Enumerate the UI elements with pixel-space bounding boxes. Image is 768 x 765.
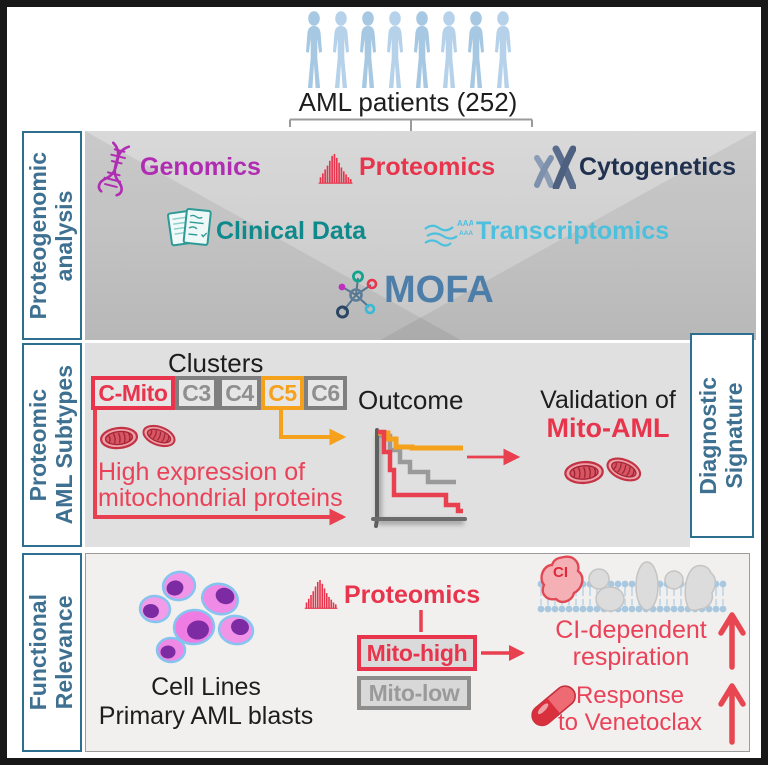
venetoclax-line1: Response [575, 682, 685, 709]
cluster-box-c6: C6 [304, 376, 347, 410]
sidebar-line2: Signature [721, 382, 747, 489]
clinical-data-label: Clinical Data [216, 217, 367, 245]
patient-silhouettes-icon [306, 11, 511, 88]
primary-blasts-line: Primary AML blasts [98, 702, 314, 730]
sidebar-proteogenomic-analysis: Proteogenomic analysis [22, 131, 82, 340]
sidebar-proteomic-aml-subtypes: Proteomic AML Subtypes [22, 343, 82, 547]
membrane-protein-blobs [588, 561, 716, 612]
complex-one-blob [540, 555, 584, 604]
cells-label: Cell Lines Primary AML blasts [86, 673, 326, 731]
sidebar-line2: analysis [51, 190, 77, 281]
complex-one-label: CI [553, 564, 568, 581]
validation-line1: Validation of [540, 386, 676, 414]
venetoclax-pill-icon [531, 685, 576, 727]
high-expression-line2: mitochondrial proteins [98, 484, 343, 512]
validation-label: Validation of Mito-AML [528, 387, 688, 443]
sidebar-functional-label: Functional Relevance [25, 594, 78, 711]
chromosomes-icon [534, 145, 576, 189]
high-expression-line1: High expression of [98, 458, 306, 486]
increase-arrow-venetoclax [718, 683, 746, 745]
outcome-label: Outcome [358, 385, 464, 415]
patients-bracket [289, 118, 533, 134]
sidebar-functional-relevance: Functional Relevance [22, 553, 82, 752]
sidebar-proteogenomic-label: Proteogenomic analysis [25, 151, 78, 320]
sidebar-line1: Diagnostic [695, 376, 722, 495]
c5-connector-arrow [279, 410, 347, 446]
dna-helix-icon [97, 141, 131, 197]
cluster-box-c5: C5 [261, 376, 304, 410]
sidebar-subtypes-label: Proteomic AML Subtypes [25, 365, 78, 525]
cell-lines-line: Cell Lines [151, 673, 261, 701]
diagnostic-signature-label: Diagnostic Signature [695, 376, 748, 495]
c-mito-connector-arrow [93, 410, 347, 526]
sidebar-line1: Proteogenomic [25, 151, 52, 320]
mito-low-box: Mito-low [357, 676, 471, 710]
subtype-connectors [93, 410, 521, 526]
survival-curves-plot [371, 428, 467, 528]
increase-arrow-respiration [718, 612, 746, 670]
ci-respiration-label: CI-dependent respiration [541, 617, 721, 671]
venetoclax-response-label: Response to Venetoclax [544, 682, 716, 736]
panel-subtypes: Clusters C-Mito C3 C4 C5 C6 High express… [85, 343, 690, 547]
mito-high-box: Mito-high [357, 635, 477, 671]
clinical-documents-icon [167, 207, 212, 247]
transcriptomics-label: Transcriptomics [476, 217, 670, 245]
proteomics-spectrum-icon [318, 153, 354, 184]
aml-cells-icon [138, 570, 255, 664]
functional-connectors [419, 610, 526, 662]
mito-aml-label: Mito-AML [546, 413, 670, 443]
patients-count-label: AML patients (252) [298, 87, 518, 117]
respiration-line2: respiration [572, 643, 690, 671]
proteomics-label: Proteomics [359, 153, 496, 181]
respiration-line1: CI-dependent [555, 616, 707, 644]
panel-functional: Cell Lines Primary AML blasts Proteomics… [85, 553, 750, 752]
cytogenetics-label: Cytogenetics [579, 153, 736, 181]
sidebar-line2: Relevance [51, 595, 77, 710]
membrane-complexes-icon: CI [537, 555, 727, 613]
genomics-label: Genomics [140, 153, 261, 181]
rna-polyA-tail-text: AAA [457, 219, 473, 228]
cluster-box-c-mito: C-Mito [91, 376, 175, 410]
cluster-box-c3: C3 [175, 376, 218, 410]
panel-proteogenomic: Genomics Proteomics Cytogenetics C [85, 131, 756, 340]
clusters-title: Clusters [168, 348, 264, 378]
sidebar-line1: Functional [25, 594, 52, 711]
sidebar-line2: AML Subtypes [51, 365, 77, 525]
high-expression-label: High expression of mitochondrial protein… [98, 459, 343, 511]
proteomics-functional-label: Proteomics [344, 581, 481, 609]
mitochondria-pair-validation-icon [563, 453, 643, 486]
mofa-network-icon [336, 270, 378, 319]
mofa-label: MOFA [384, 269, 494, 311]
transcriptomics-rna-icon: AAA AAA [424, 219, 473, 247]
cluster-box-c4: C4 [218, 376, 261, 410]
sidebar-line1: Proteomic [25, 388, 52, 502]
sidebar-diagnostic-signature: Diagnostic Signature [690, 333, 754, 538]
rna-polyA-tail-text-2: AAA [459, 230, 473, 237]
venetoclax-line2: to Venetoclax [557, 709, 703, 736]
